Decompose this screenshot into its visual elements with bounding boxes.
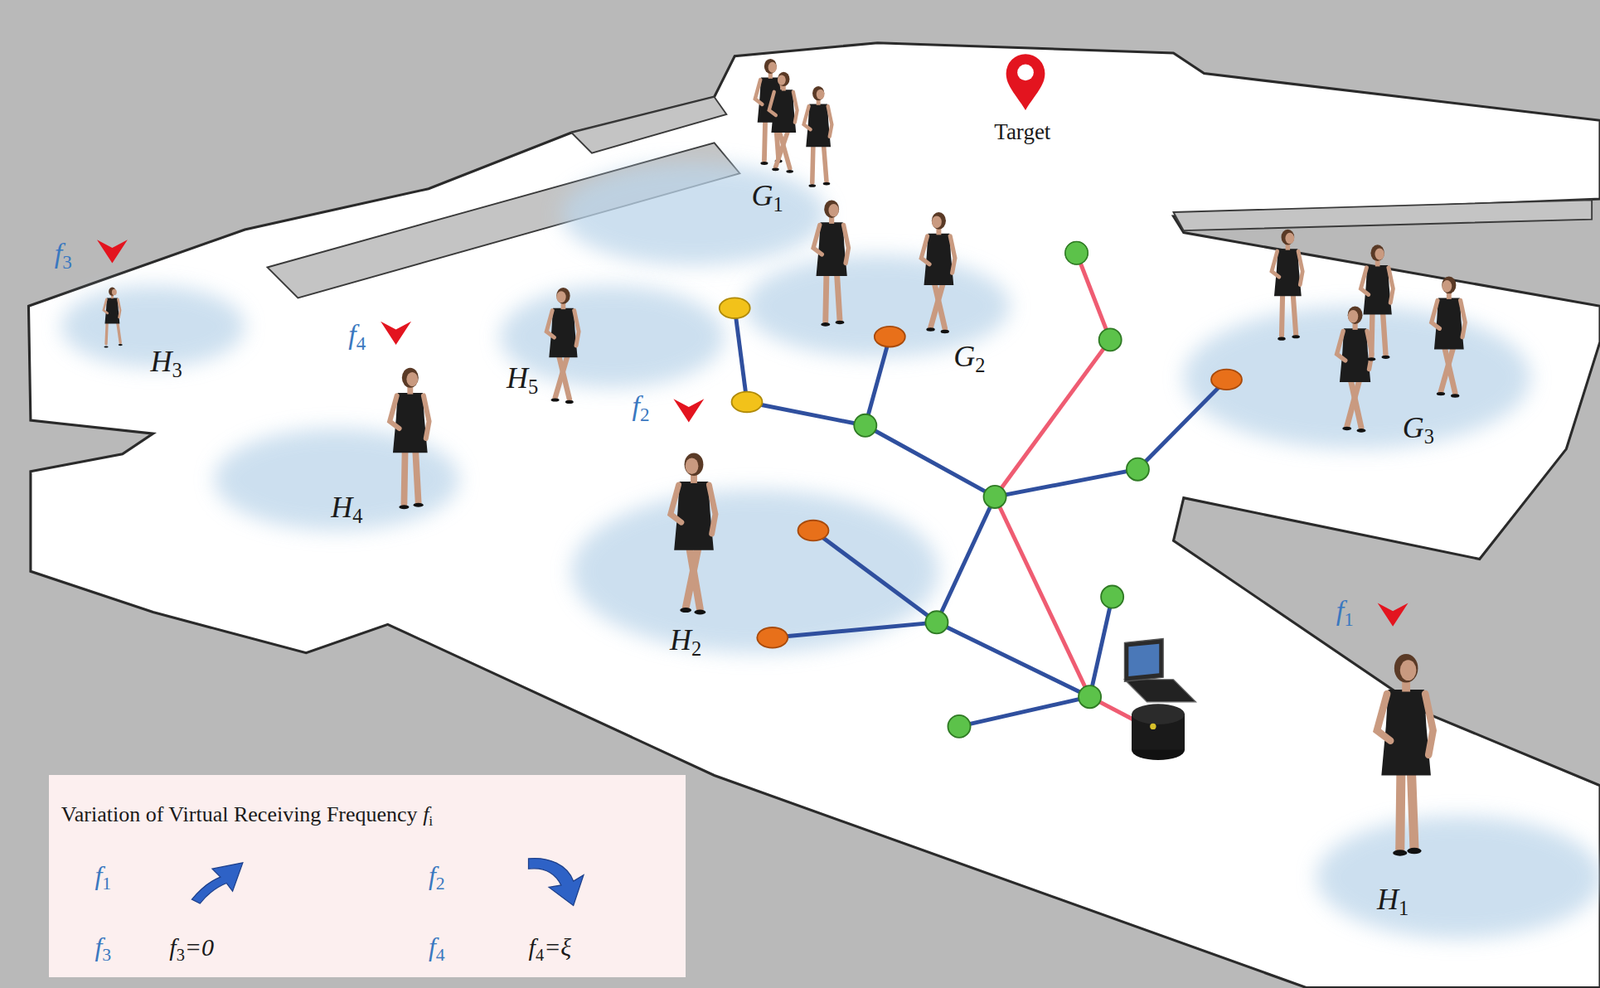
pedestrian (769, 72, 798, 174)
tree-branch (994, 469, 1138, 497)
tree-vertex (947, 715, 970, 738)
map-label: H3 (150, 345, 183, 383)
social-zone (1316, 816, 1600, 940)
tree-branch (1137, 379, 1227, 470)
obstacle (1173, 199, 1592, 231)
tree-vertex (756, 627, 788, 649)
pedestrian (921, 212, 956, 334)
pedestrian (1337, 305, 1373, 432)
map-label: f1 (1336, 594, 1354, 630)
tree-vertex (1078, 685, 1101, 708)
tree-branch (746, 402, 866, 426)
tree-path (1076, 252, 1111, 340)
pedestrian (103, 286, 123, 348)
tree-vertex (925, 610, 948, 634)
tree-branch (1090, 596, 1113, 698)
map-label: f3 (54, 237, 73, 273)
pedestrian (389, 368, 429, 510)
tree-vertex (1100, 586, 1124, 609)
tree-vertex (1211, 369, 1242, 391)
frequency-marker (673, 398, 704, 422)
increase-arrow (191, 863, 243, 904)
tree-path (994, 339, 1111, 498)
legend-entry: f3 (94, 931, 112, 965)
legend-title: Variation of Virtual Receiving Frequency… (61, 803, 433, 830)
target-pin-hole (1017, 64, 1034, 82)
pedestrian (1431, 276, 1466, 398)
obstacle (571, 96, 727, 154)
target-pin (1006, 53, 1046, 111)
tree-vertex (732, 392, 763, 413)
frequency-marker (1377, 602, 1409, 626)
target-label: Target (993, 120, 1051, 146)
legend-entry: f1 (94, 860, 112, 894)
map-label: G3 (1402, 412, 1435, 449)
map-label: H2 (669, 624, 702, 661)
map-label: f4 (348, 319, 366, 354)
pedestrian (546, 287, 579, 404)
tree-vertex (1065, 242, 1088, 265)
frequency-marker (96, 239, 128, 263)
map-label: H5 (506, 362, 539, 399)
pedestrian (804, 86, 833, 188)
tree-vertex (1099, 328, 1122, 351)
tree-branch (772, 622, 937, 638)
tree-vertex (853, 414, 877, 437)
legend-panel: Variation of Virtual Receiving Frequency… (48, 775, 686, 978)
map-label: H4 (330, 491, 363, 529)
tree-vertex (719, 297, 751, 319)
map-label: H1 (1376, 883, 1409, 921)
frequency-marker (380, 321, 412, 345)
pedestrian (1271, 229, 1303, 341)
pedestrian (813, 199, 849, 326)
decrease-arrow (528, 858, 584, 907)
tree-branch (865, 425, 995, 497)
legend-entry: f3=0 (169, 933, 214, 965)
legend-entry: f4 (428, 931, 446, 965)
social-zone (1183, 305, 1531, 449)
map-label: f2 (631, 390, 650, 426)
robot (1124, 639, 1196, 761)
pedestrian (670, 453, 716, 616)
social-zone (561, 163, 827, 266)
tree-vertex (798, 520, 830, 542)
legend-entry: f4=ξ (528, 933, 573, 965)
map-label: G2 (953, 340, 985, 378)
tree-vertex (984, 485, 1007, 509)
social-zone (499, 286, 725, 388)
map-label: G1 (751, 179, 783, 217)
tree-branch (734, 308, 747, 403)
tree-branch (865, 336, 891, 426)
tree-branch (813, 530, 937, 623)
social-zone (571, 489, 939, 654)
legend-entry: f2 (428, 860, 446, 894)
tree-branch (959, 697, 1091, 728)
tree-vertex (874, 326, 906, 348)
tree-branch (936, 496, 995, 622)
pedestrian (1376, 654, 1434, 857)
tree-branch (936, 622, 1091, 698)
tree-path (994, 496, 1090, 697)
tree-vertex (1126, 458, 1150, 481)
pedestrian (1360, 244, 1393, 361)
